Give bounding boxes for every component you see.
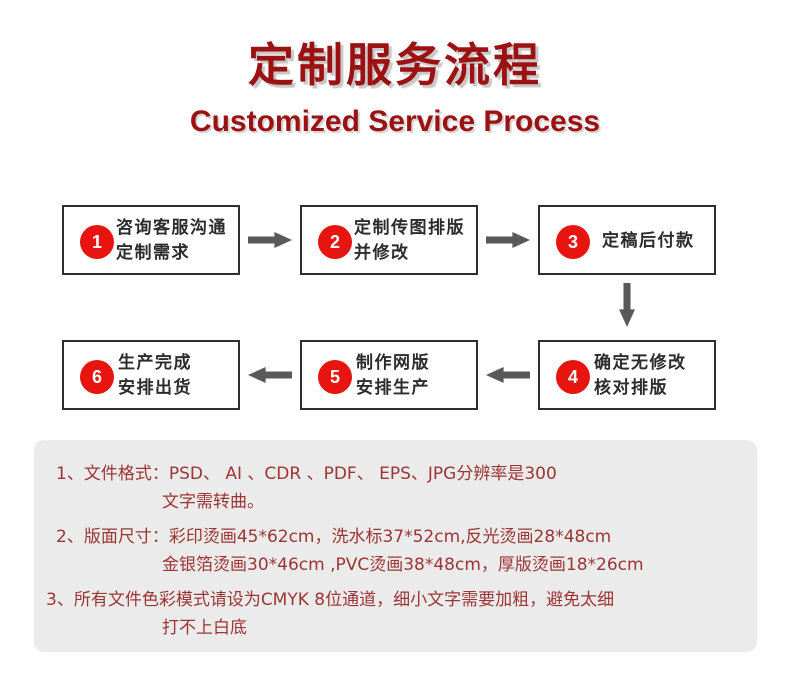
arrow-down-icon	[619, 283, 635, 327]
flow-step-2-line1: 定制传图排版	[354, 218, 465, 238]
flow-step-5-label: 制作网版 安排生产	[356, 351, 430, 401]
flow-step-4-label: 确定无修改 核对排版	[594, 351, 687, 401]
arrow-right-icon	[486, 232, 530, 248]
flow-step-2-line2: 并修改	[354, 243, 410, 263]
note-1-line-2: 文字需转曲。	[162, 492, 264, 512]
flow-step-6: 6 生产完成 安排出货	[62, 340, 240, 410]
flow-step-1: 1 咨询客服沟通 定制需求	[62, 205, 240, 275]
flow-step-6-label: 生产完成 安排出货	[118, 351, 192, 401]
page-header: 定制服务流程 Customized Service Process	[0, 0, 790, 140]
note-1-line-1: 1、文件格式：PSD、 AI 、CDR 、PDF、 EPS、JPG分辨率是300	[56, 464, 557, 484]
note-2-line-1: 2、版面尺寸：彩印烫画45*62cm，洗水标37*52cm,反光烫画28*48c…	[56, 527, 612, 547]
flow-step-4-line2: 核对排版	[594, 378, 668, 398]
flow-step-1-line1: 咨询客服沟通	[116, 218, 227, 238]
flow-step-6-line2: 安排出货	[118, 378, 192, 398]
arrow-right-icon	[248, 232, 292, 248]
page-title-chinese: 定制服务流程	[248, 39, 542, 91]
step-number-badge-2: 2	[318, 225, 352, 259]
flow-step-5-line2: 安排生产	[356, 378, 430, 398]
arrow-left-icon	[486, 367, 530, 383]
step-number-badge-1: 1	[80, 225, 114, 259]
step-number-badge-6: 6	[80, 360, 114, 394]
flow-step-5-line1: 制作网版	[356, 353, 430, 373]
flow-step-4: 4 确定无修改 核对排版	[538, 340, 716, 410]
note-3-line-2: 打不上白底	[162, 618, 247, 638]
flow-step-3-label: 定稿后付款	[602, 229, 695, 254]
flow-step-2-label: 定制传图排版 并修改	[354, 216, 465, 266]
flow-step-1-label: 咨询客服沟通 定制需求	[116, 216, 227, 266]
arrow-left-icon	[248, 367, 292, 383]
flow-step-2: 2 定制传图排版 并修改	[300, 205, 478, 275]
step-number-badge-5: 5	[318, 360, 352, 394]
step-number-badge-4: 4	[556, 360, 590, 394]
flow-step-3-line1: 定稿后付款	[602, 231, 695, 251]
note-2-line-2: 金银箔烫画30*46cm ,PVC烫画38*48cm，厚版烫画18*26cm	[162, 555, 644, 575]
note-3-line-1: 3、所有文件色彩模式请设为CMYK 8位通道，细小文字需要加粗，避免太细	[46, 590, 615, 610]
flow-step-5: 5 制作网版 安排生产	[300, 340, 478, 410]
flow-step-1-line2: 定制需求	[116, 243, 190, 263]
requirements-notes-panel: 1、文件格式：PSD、 AI 、CDR 、PDF、 EPS、JPG分辨率是300…	[34, 440, 757, 652]
step-number-badge-3: 3	[556, 225, 590, 259]
flow-step-4-line1: 确定无修改	[594, 353, 687, 373]
flow-step-3: 3 定稿后付款	[538, 205, 716, 275]
flow-step-6-line1: 生产完成	[118, 353, 192, 373]
process-flow-diagram: 1 咨询客服沟通 定制需求 2 定制传图排版 并修改 3 定稿后付款 4 确定无…	[0, 190, 790, 430]
page-subtitle-english: Customized Service Process	[189, 105, 601, 138]
